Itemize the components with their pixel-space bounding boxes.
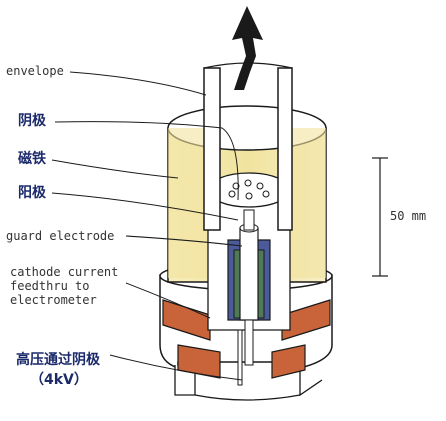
scale-bar [372, 157, 388, 277]
gas-flow-arrow [232, 6, 263, 90]
label-cathode-current-line1: cathode current [10, 265, 118, 279]
label-anode-mid: 阳极 [18, 184, 47, 201]
label-cathode-current-line2: feedthru to [10, 279, 89, 293]
label-anode-top: 阴极 [18, 112, 47, 129]
copper-seals [162, 299, 331, 379]
label-hv-value: （4kV） [30, 372, 88, 388]
label-envelope: envelope [6, 64, 64, 78]
label-hv-feedthrough: 高压通过阴极 [16, 351, 101, 368]
perforated-anode-holes [228, 179, 270, 200]
envelope-tube [203, 62, 293, 231]
label-magnet: 磁铁 [18, 150, 46, 167]
leader-lines [51, 71, 243, 381]
label-guard-electrode: guard electrode [6, 229, 114, 243]
label-scale: 50 mm [390, 209, 426, 223]
cathode-assembly [227, 209, 271, 386]
label-cathode-current-line3: electrometer [10, 293, 97, 307]
